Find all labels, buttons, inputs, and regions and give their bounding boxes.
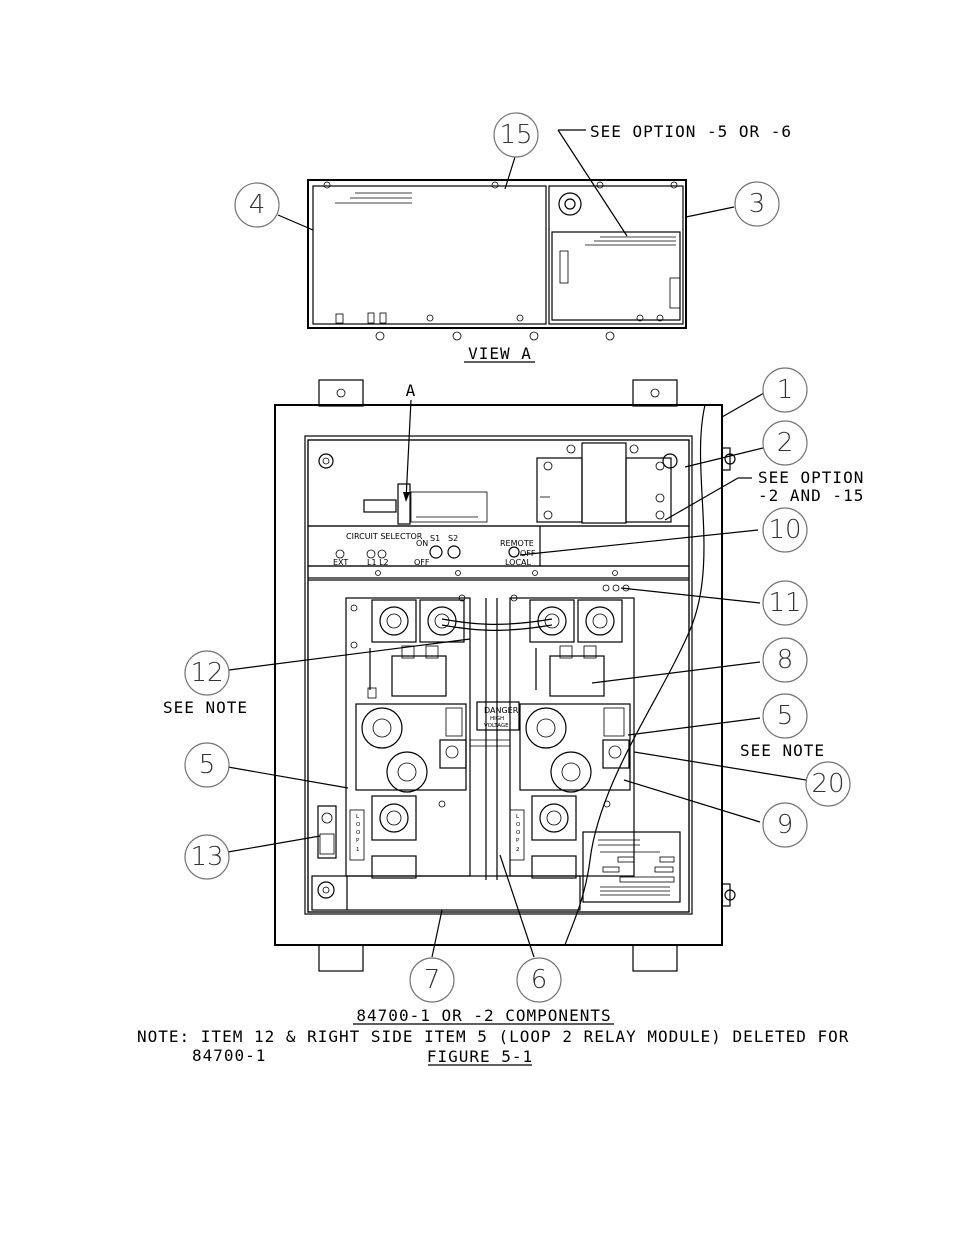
- svg-text:6: 6: [531, 965, 548, 995]
- view-a-enclosure: [307, 179, 687, 341]
- svg-text:5: 5: [777, 701, 794, 731]
- svg-text:2: 2: [516, 847, 520, 853]
- ext-label: EXT: [333, 558, 348, 567]
- svg-text:3: 3: [749, 189, 766, 219]
- see-note-left: SEE NOTE: [163, 698, 248, 717]
- svg-text:L: L: [356, 814, 360, 820]
- local-label: LOCAL: [505, 558, 532, 567]
- l1-l2-label: L1 L2: [367, 558, 389, 567]
- callout-8: 8: [762, 637, 808, 683]
- svg-text:P: P: [516, 838, 520, 844]
- remote-off-label: OFF: [520, 549, 536, 558]
- callout-5-left: 5: [184, 742, 230, 788]
- on-label: ON: [416, 539, 428, 548]
- svg-text:1: 1: [356, 847, 360, 853]
- s2-label: S2: [448, 534, 458, 543]
- remote-label: REMOTE: [500, 539, 534, 548]
- callout-5-right: 5: [762, 693, 808, 739]
- callout-15: 15: [493, 112, 539, 158]
- note-line-2: 84700-1: [192, 1046, 266, 1065]
- danger-label: DANGER: [484, 706, 519, 715]
- svg-text:O: O: [356, 822, 361, 828]
- svg-text:9: 9: [777, 810, 794, 840]
- svg-text:12: 12: [190, 658, 223, 688]
- leader-lines: [227, 156, 807, 958]
- svg-text:10: 10: [768, 515, 801, 545]
- svg-text:1: 1: [777, 375, 794, 405]
- main-enclosure: [274, 379, 736, 972]
- callout-20: 20: [805, 761, 851, 807]
- callout-11: 11: [762, 580, 808, 626]
- svg-text:4: 4: [249, 190, 266, 220]
- callout-10: 10: [762, 507, 808, 553]
- svg-text:P: P: [356, 838, 360, 844]
- svg-text:5: 5: [199, 750, 216, 780]
- s1-label: S1: [430, 534, 440, 543]
- callout-3: 3: [734, 181, 780, 227]
- callout-6: 6: [516, 957, 562, 1003]
- svg-text:20: 20: [811, 769, 844, 799]
- svg-text:O: O: [516, 830, 521, 836]
- components-caption: 84700-1 OR -2 COMPONENTS: [356, 1006, 611, 1025]
- callout-1: 1: [762, 367, 808, 413]
- circuit-selector-label: CIRCUIT SELECTOR: [346, 532, 423, 541]
- callout-2: 2: [762, 420, 808, 466]
- callout-9: 9: [762, 802, 808, 848]
- svg-text:O: O: [356, 830, 361, 836]
- svg-text:7: 7: [424, 965, 441, 995]
- loop1-label: L O O P 1: [356, 814, 361, 853]
- callout-7: 7: [409, 957, 455, 1003]
- svg-text:8: 8: [777, 645, 794, 675]
- svg-text:L: L: [516, 814, 520, 820]
- callout-13: 13: [184, 834, 230, 880]
- note-line: NOTE: ITEM 12 & RIGHT SIDE ITEM 5 (LOOP …: [137, 1027, 849, 1046]
- view-a-option-note: SEE OPTION -5 OR -6: [590, 122, 792, 141]
- view-a-title: VIEW A: [468, 344, 532, 363]
- high-label: HIGH: [490, 716, 504, 722]
- option-note-line1: SEE OPTION: [758, 468, 864, 487]
- svg-text:O: O: [516, 822, 521, 828]
- svg-text:11: 11: [768, 588, 801, 618]
- loop2-label: L O O P 2: [516, 814, 521, 853]
- svg-text:13: 13: [190, 842, 223, 872]
- option-note-line2: -2 AND -15: [758, 486, 864, 505]
- see-note-right: SEE NOTE: [740, 741, 825, 760]
- off-label: OFF: [414, 558, 430, 567]
- svg-text:15: 15: [499, 120, 532, 150]
- callout-12: 12: [184, 650, 230, 696]
- callout-4: 4: [234, 182, 280, 228]
- svg-text:2: 2: [777, 428, 794, 458]
- figure-caption: FIGURE 5-1: [427, 1047, 533, 1066]
- view-a-marker: A: [406, 381, 417, 400]
- voltage-label: VOLTAGE: [484, 723, 509, 729]
